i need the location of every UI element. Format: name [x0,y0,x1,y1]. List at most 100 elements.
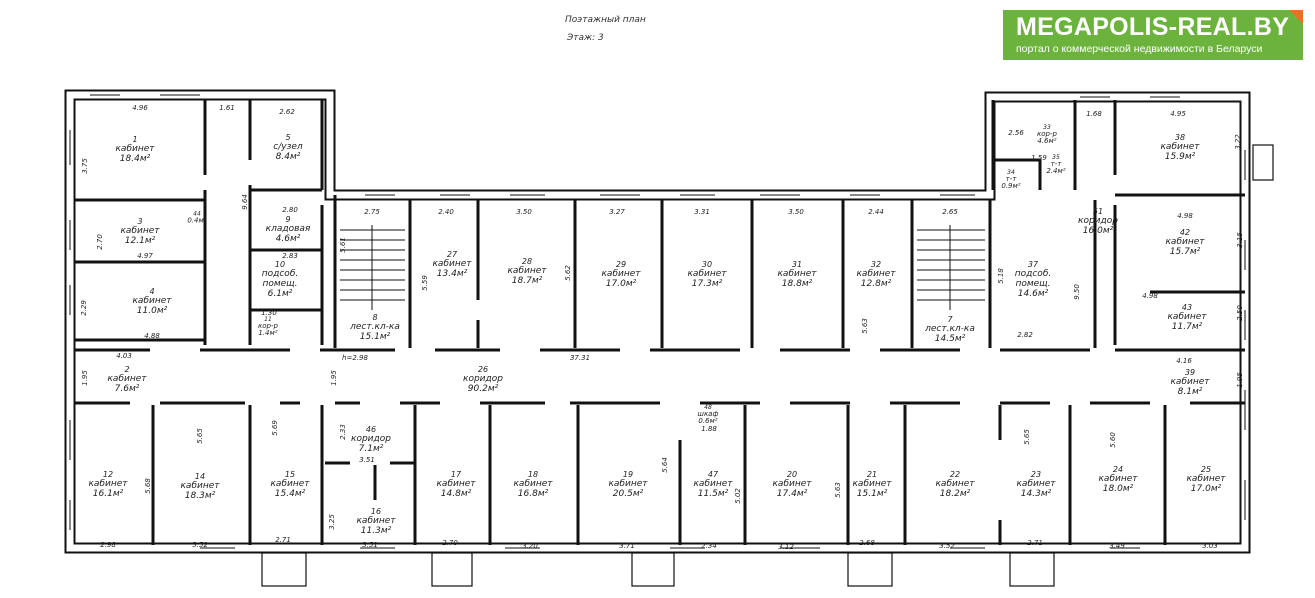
dimension: 2.44 [868,208,884,216]
dimension: 5.02 [734,488,742,504]
dimension: 2.80 [282,206,298,214]
dimension: 4.16 [1176,357,1192,365]
dimension: 2.71 [1027,539,1043,547]
dimension: 1.95 [330,370,338,386]
dimension: 3.20 [522,542,538,550]
dimension: 2.33 [339,424,347,440]
dimension: 3.31 [694,208,710,216]
dimension: 2.65 [942,208,958,216]
dimension: 3.75 [81,158,89,174]
dimension: 5.65 [1023,429,1031,445]
dimension: 3.52 [192,541,208,549]
dimension: 3.71 [619,542,635,550]
dimension: 3.50 [516,208,532,216]
dimension: 5.65 [196,428,204,444]
dimension: 5.63 [861,318,869,334]
dimension: 1.95 [1236,372,1244,388]
megapolis-logo[interactable]: MEGAPOLIS-REAL.BY портал о коммерческой … [1003,10,1303,60]
dimension: 3.12 [778,543,794,551]
dimension: 5.68 [144,478,152,494]
dimension: 3.22 [1234,134,1242,150]
dimension: 2.75 [364,208,380,216]
dimension: 4.03 [116,352,132,360]
dimension: 37.31 [569,354,591,362]
dimension: 1.68 [1086,110,1102,118]
dimension: 9.64 [241,194,249,210]
dimension: 2.68 [859,539,875,547]
dimension: 2.71 [275,536,291,544]
dimension: 2.83 [282,252,298,260]
windows [69,94,1246,549]
stairs [340,225,985,310]
logo-tagline: портал о коммерческой недвижимости в Бел… [1016,43,1263,55]
dimension: 5.62 [564,265,572,281]
dimension: 4.98 [1177,212,1193,220]
dimension: 3.51 [362,541,378,549]
dimension: 3.03 [1202,542,1218,550]
dimension: 3.15 [1236,232,1244,248]
dimension: 2.50 [1236,305,1244,321]
dimension: 1.95 [81,370,89,386]
dimension: 2.34 [701,542,717,550]
logo-brand: MEGAPOLIS-REAL.BY [1016,13,1290,41]
dimension: 2.40 [438,208,454,216]
dimension: 3.25 [328,514,336,530]
dimension: 5.60 [1109,432,1117,448]
dimension: 1.61 [219,104,235,112]
dimension: 3.52 [939,542,955,550]
dimension: 9.50 [1073,284,1081,300]
plan-title: Поэтажный план [565,15,646,25]
dimension: 1.88 [701,425,717,433]
dimension: 5.63 [834,482,842,498]
dimension: h=2.98 [342,354,368,362]
dimension: 4.97 [137,252,153,260]
dimension: 3.27 [609,208,625,216]
floor-label: Этаж: 3 [567,33,604,43]
dimension: 2.82 [1017,331,1033,339]
dimension: 5.59 [421,275,429,291]
dimension: 5.18 [997,268,1005,284]
dimension: 2.56 [1008,129,1024,137]
dimension: 2.29 [80,300,88,316]
logo-corner-icon [1289,10,1303,24]
dimension: 4.88 [144,332,160,340]
dimension: 4.98 [1142,292,1158,300]
dimension: 2.70 [442,539,458,547]
dimension: 5.61 [339,237,347,253]
dimension: 2.70 [96,234,104,250]
dimension: 4.95 [1170,110,1186,118]
interior-walls [75,100,1245,545]
